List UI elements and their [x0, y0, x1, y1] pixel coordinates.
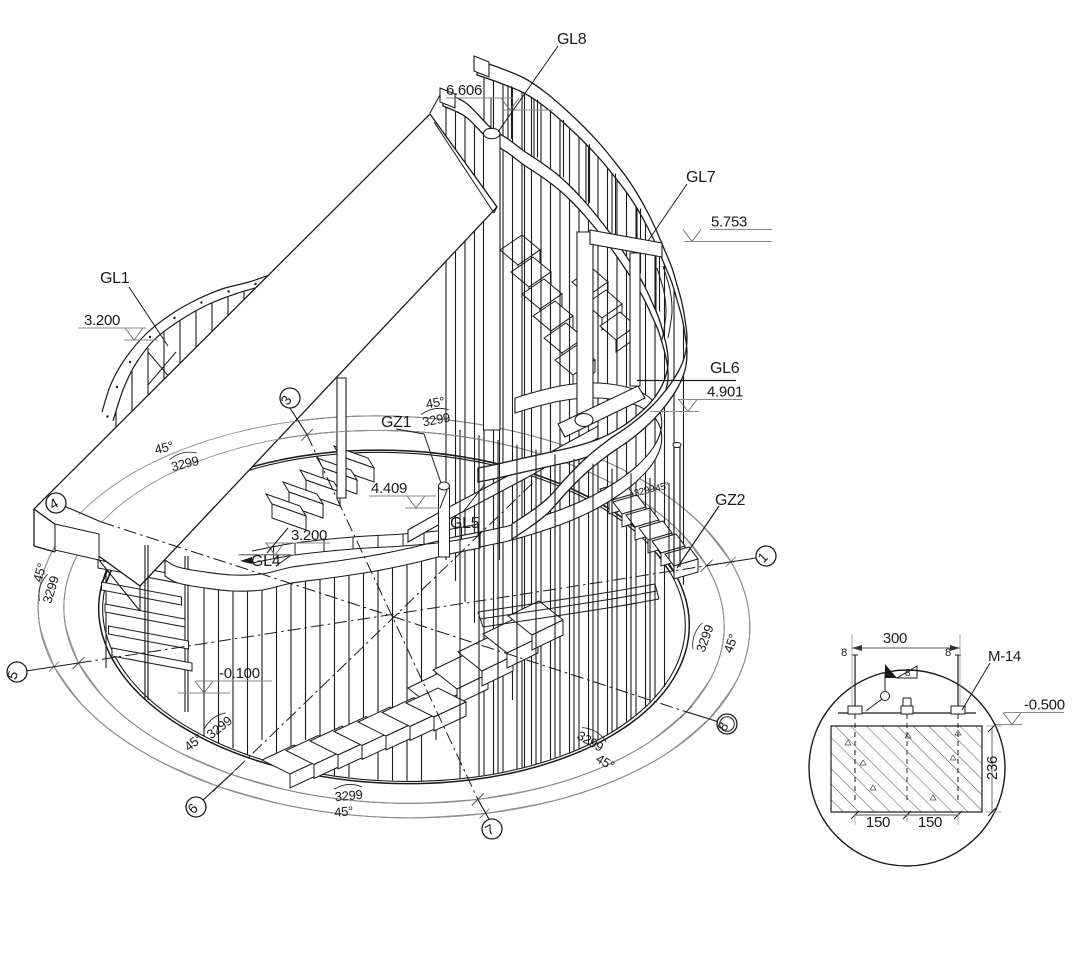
svg-text:GL6: GL6	[710, 360, 740, 377]
svg-text:3299: 3299	[633, 483, 657, 499]
svg-text:3299: 3299	[334, 787, 363, 804]
svg-text:GL4: GL4	[251, 553, 281, 570]
svg-text:45°: 45°	[654, 480, 671, 494]
svg-text:GL8: GL8	[557, 31, 587, 48]
svg-text:4.409: 4.409	[371, 480, 407, 497]
svg-text:8: 8	[905, 668, 911, 679]
svg-text:150: 150	[866, 814, 890, 831]
svg-text:GL7: GL7	[686, 169, 716, 186]
svg-text:3299: 3299	[421, 410, 451, 430]
svg-text:3.200: 3.200	[84, 312, 120, 329]
svg-text:GL5: GL5	[450, 515, 480, 532]
svg-text:8: 8	[945, 647, 951, 659]
svg-text:8: 8	[841, 647, 847, 659]
svg-text:GZ1: GZ1	[381, 414, 412, 431]
svg-text:3.200: 3.200	[291, 527, 327, 544]
svg-text:300: 300	[883, 630, 907, 647]
svg-text:45°: 45°	[425, 394, 446, 412]
svg-text:45°: 45°	[334, 803, 354, 820]
svg-text:3299: 3299	[170, 453, 201, 474]
svg-text:45°: 45°	[153, 438, 175, 457]
svg-text:45°: 45°	[721, 632, 742, 655]
svg-text:GZ2: GZ2	[715, 492, 746, 509]
svg-text:4.901: 4.901	[707, 384, 743, 401]
svg-text:GL1: GL1	[100, 270, 130, 287]
svg-text:236: 236	[984, 756, 1001, 780]
svg-text:150: 150	[918, 814, 942, 831]
svg-text:-0.500: -0.500	[1024, 697, 1065, 714]
svg-text:-0.100: -0.100	[219, 665, 260, 682]
svg-text:5.753: 5.753	[711, 214, 747, 231]
svg-text:6.606: 6.606	[446, 82, 482, 99]
svg-text:M-14: M-14	[988, 648, 1021, 665]
